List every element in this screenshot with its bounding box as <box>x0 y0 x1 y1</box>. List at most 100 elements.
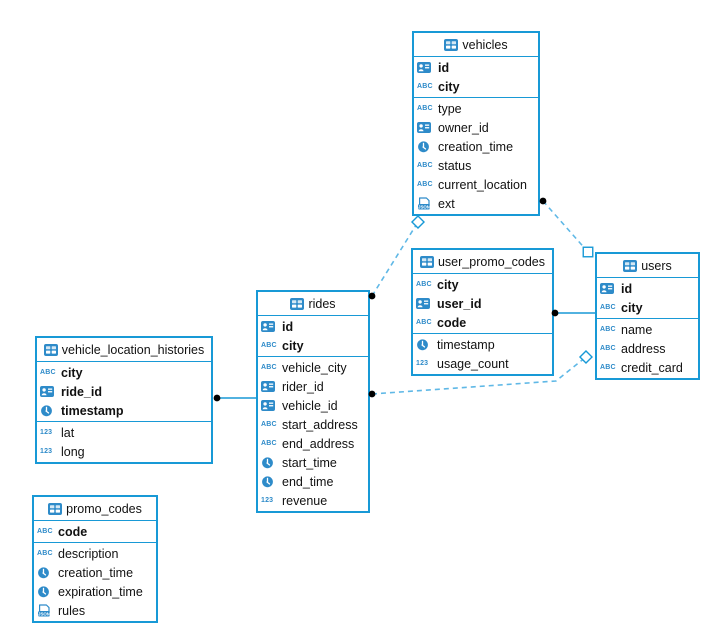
string-type-icon: ABC <box>600 326 616 333</box>
field-row-vehicles-current_location[interactable]: ABC current_location <box>414 175 538 194</box>
field-row-vehicle_location_histories-ride_id[interactable]: ride_id <box>37 382 211 401</box>
field-row-rides-end_time[interactable]: end_time <box>258 472 368 491</box>
field-name: current_location <box>438 177 527 192</box>
field-row-promo_codes-creation_time[interactable]: creation_time <box>34 563 156 582</box>
field-row-rides-end_address[interactable]: ABC end_address <box>258 434 368 453</box>
field-name: name <box>621 322 653 337</box>
string-type-icon: ABC <box>417 83 433 90</box>
field-name: end_address <box>282 436 355 451</box>
string-type-icon: ABC <box>417 181 433 188</box>
time-type-icon <box>37 585 55 598</box>
field-row-user_promo_codes-user_id[interactable]: user_id <box>413 294 552 313</box>
field-row-users-id[interactable]: id <box>597 279 698 298</box>
field-name: city <box>438 79 460 94</box>
field-name: start_time <box>282 455 337 470</box>
table-header[interactable]: rides <box>258 292 368 316</box>
relationship-line-rides-users[interactable] <box>371 356 587 395</box>
uuid-type-icon <box>261 381 279 392</box>
field-row-vehicles-id[interactable]: id <box>414 58 538 77</box>
table-header[interactable]: vehicles <box>414 33 538 57</box>
field-name: vehicle_city <box>282 360 347 375</box>
field-name: long <box>61 444 85 459</box>
string-type-icon: ABC <box>417 105 433 112</box>
table-header[interactable]: user_promo_codes <box>413 250 552 274</box>
field-row-users-name[interactable]: ABC name <box>597 320 698 339</box>
field-row-rides-rider_id[interactable]: rider_id <box>258 377 368 396</box>
field-name: status <box>438 158 472 173</box>
field-name: address <box>621 341 666 356</box>
table-header[interactable]: vehicle_location_histories <box>37 338 211 362</box>
string-type-icon: ABC <box>417 162 433 169</box>
field-name: revenue <box>282 493 328 508</box>
field-row-promo_codes-expiration_time[interactable]: expiration_time <box>34 582 156 601</box>
number-type-icon: 123 <box>40 448 53 455</box>
field-name: creation_time <box>438 139 514 154</box>
field-row-rides-id[interactable]: id <box>258 317 368 336</box>
time-type-icon <box>261 456 279 469</box>
string-type-icon: ABC <box>261 421 277 428</box>
string-type-icon: ABC <box>261 440 277 447</box>
field-name: lat <box>61 425 75 440</box>
field-row-user_promo_codes-city[interactable]: ABC city <box>413 275 552 294</box>
field-row-vehicles-city[interactable]: ABC city <box>414 77 538 96</box>
field-row-rides-start_time[interactable]: start_time <box>258 453 368 472</box>
time-type-icon <box>416 338 434 351</box>
field-row-vehicles-owner_id[interactable]: owner_id <box>414 118 538 137</box>
table-header[interactable]: users <box>597 254 698 278</box>
field-row-vehicles-creation_time[interactable]: creation_time <box>414 137 538 156</box>
field-name: credit_card <box>621 360 683 375</box>
time-type-icon <box>37 566 55 579</box>
field-row-user_promo_codes-timestamp[interactable]: timestamp <box>413 335 552 354</box>
field-name: timestamp <box>61 403 124 418</box>
field-name: rider_id <box>282 379 324 394</box>
relationship-line-vehicles-users[interactable] <box>542 200 589 253</box>
table-name: vehicle_location_histories <box>61 342 205 357</box>
table-header[interactable]: promo_codes <box>34 497 156 521</box>
svg-text:JSON: JSON <box>38 611 50 616</box>
field-name: vehicle_id <box>282 398 338 413</box>
string-type-icon: ABC <box>37 528 53 535</box>
table-icon <box>623 259 638 272</box>
uuid-type-icon <box>261 321 279 332</box>
field-row-rides-vehicle_id[interactable]: vehicle_id <box>258 396 368 415</box>
field-row-vehicle_location_histories-long[interactable]: 123 long <box>37 442 211 461</box>
string-type-icon: ABC <box>416 281 432 288</box>
field-row-vehicle_location_histories-timestamp[interactable]: timestamp <box>37 401 211 420</box>
field-row-vehicles-status[interactable]: ABC status <box>414 156 538 175</box>
relationship-line-rides-vehicles[interactable] <box>371 221 419 297</box>
table-icon <box>48 502 63 515</box>
field-name: description <box>58 546 119 561</box>
field-name: ext <box>438 196 455 211</box>
uuid-type-icon <box>600 283 618 294</box>
field-name: expiration_time <box>58 584 143 599</box>
field-name: city <box>437 277 459 292</box>
